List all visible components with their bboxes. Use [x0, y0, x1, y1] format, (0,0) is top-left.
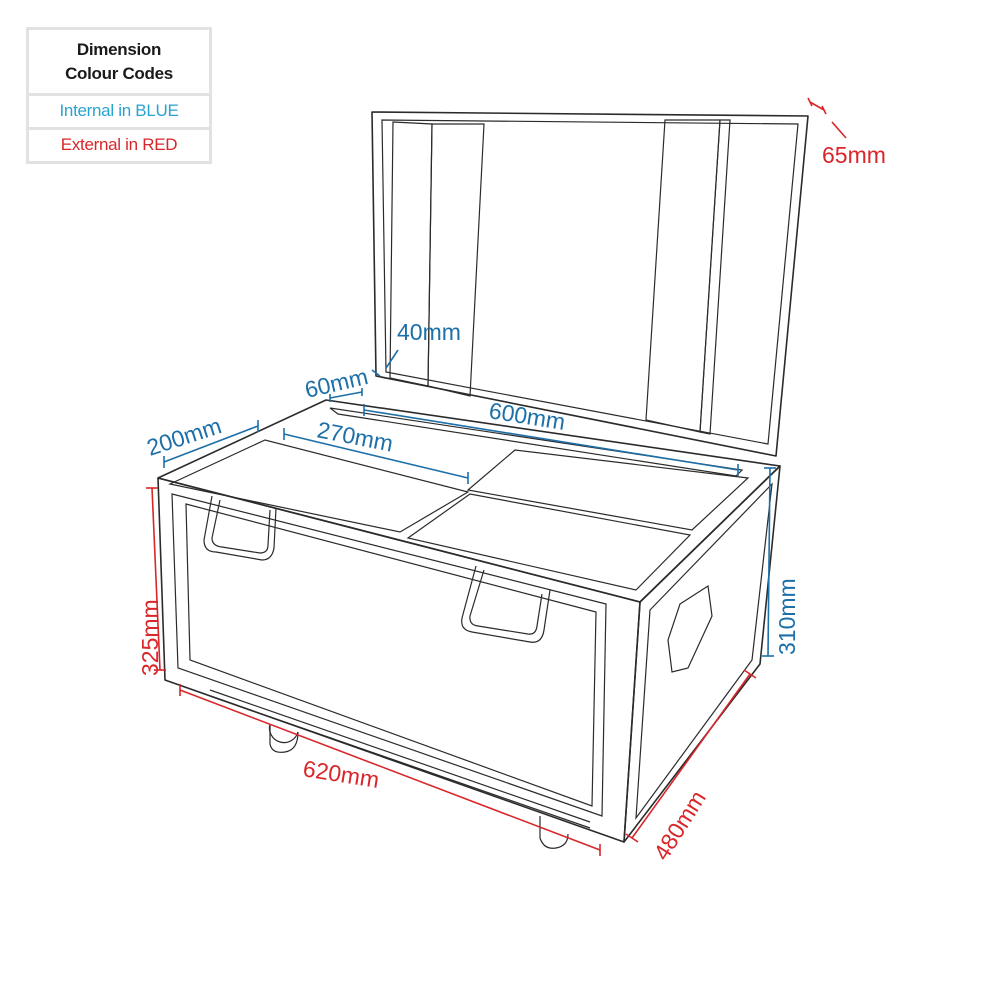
dim-external-height-label: 325mm: [137, 599, 163, 676]
legend-external: External in RED: [29, 127, 209, 161]
legend-title-line2: Colour Codes: [65, 64, 173, 83]
case-body: [157, 399, 781, 849]
legend-internal: Internal in BLUE: [29, 93, 209, 127]
dimension-legend: Dimension Colour Codes Internal in BLUE …: [26, 27, 212, 164]
legend-title: Dimension Colour Codes: [29, 30, 209, 93]
case-lid: [371, 111, 809, 457]
dim-external-length-label: 620mm: [301, 755, 381, 793]
dim-internal-height-label: 310mm: [774, 578, 800, 655]
dim-lid-rail-label: 40mm: [397, 319, 461, 345]
legend-title-line1: Dimension: [76, 40, 162, 59]
external-dimensions: 65mm 325mm 620mm 480mm: [137, 97, 886, 865]
dim-lid-depth-label: 65mm: [822, 142, 886, 168]
